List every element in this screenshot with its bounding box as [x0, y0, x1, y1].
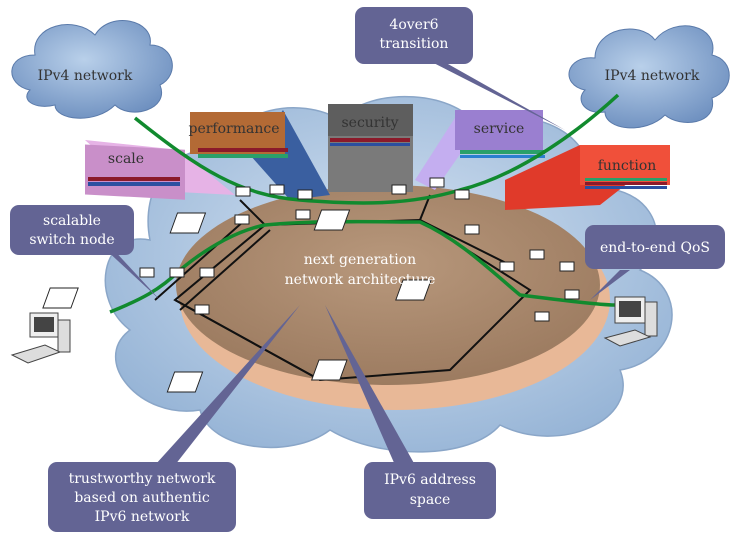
router-nodes	[42, 177, 580, 393]
center-label-line1: next generation	[304, 252, 416, 268]
network-links	[154, 194, 532, 382]
callout-address-line1: IPv6 address	[384, 472, 476, 488]
callout-switch-node-line1: scalable	[43, 213, 101, 229]
ipv4-cloud-left-label: IPv4 network	[38, 68, 133, 84]
block-performance	[190, 110, 330, 200]
callout-trust-box	[48, 462, 236, 532]
ipv4-cloud-left	[11, 20, 173, 119]
callout-trust-line1: trustworthy network	[69, 471, 216, 487]
block-security	[328, 104, 413, 192]
block-service	[415, 110, 545, 190]
callout-trust-line2: based on authentic	[74, 490, 209, 506]
callout-qos-box	[585, 225, 725, 269]
block-scale-label: scale	[108, 151, 144, 167]
center-label-line2: network architecture	[285, 272, 436, 288]
callout-pointers	[90, 55, 630, 465]
callout-address-line2: space	[410, 492, 451, 508]
block-service-label: service	[474, 121, 525, 137]
callout-switch-node-box	[10, 205, 134, 255]
callout-transition-line1: 4over6	[389, 17, 438, 33]
block-function	[505, 145, 670, 210]
computer-right-icon	[603, 296, 658, 347]
computer-left-icon	[10, 312, 71, 364]
callout-qos-line1: end-to-end QoS	[600, 240, 710, 256]
block-security-label: security	[341, 115, 398, 131]
callout-transition-box	[355, 7, 473, 64]
block-function-label: function	[598, 158, 657, 174]
callout-address-box	[364, 462, 496, 519]
block-scale	[85, 140, 235, 200]
ipv4-cloud-right-label: IPv4 network	[605, 68, 700, 84]
block-performance-label: performance	[188, 121, 279, 137]
network-disk	[176, 185, 610, 410]
callout-transition-line2: transition	[380, 36, 449, 52]
callout-switch-node-line2: switch node	[29, 232, 114, 248]
callout-trust-line3: IPv6 network	[95, 509, 190, 525]
